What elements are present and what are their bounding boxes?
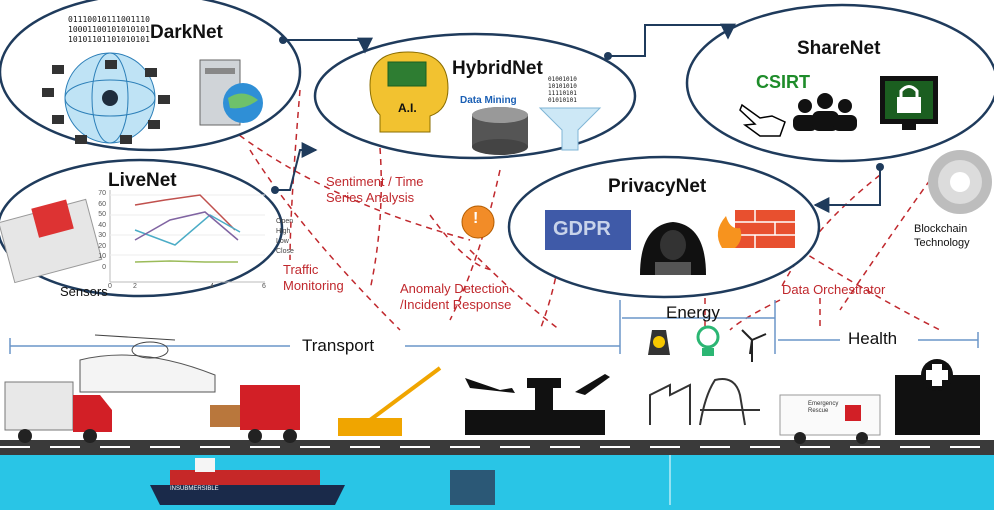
flow-arrows bbox=[275, 23, 881, 213]
dashed-links bbox=[221, 89, 941, 331]
road bbox=[0, 440, 994, 455]
airport-icon bbox=[465, 374, 610, 435]
hybridnet-title: HybridNet bbox=[452, 58, 543, 79]
livenet-x-tick: 2 bbox=[133, 283, 137, 290]
truck-icon bbox=[4, 381, 112, 443]
darknet-title: DarkNet bbox=[150, 22, 223, 43]
crane-icon bbox=[338, 366, 442, 436]
bulb-icon bbox=[696, 325, 720, 356]
hand-pointer-icon bbox=[739, 103, 786, 137]
sensor-board-icon bbox=[0, 198, 103, 284]
funnel-icon bbox=[538, 107, 602, 151]
orchestrator-annotation: Data Orchestrator bbox=[782, 282, 886, 297]
brain-ai-icon bbox=[369, 51, 449, 133]
csirt-label: CSIRT bbox=[756, 72, 810, 92]
secure-monitor-icon bbox=[880, 76, 938, 130]
gdpr-flag-icon bbox=[545, 210, 631, 250]
livenet-chart bbox=[109, 190, 265, 283]
hospital-icon bbox=[895, 359, 980, 435]
network-icon bbox=[42, 52, 170, 144]
transport-label: Transport bbox=[302, 336, 375, 355]
power-plant-icon bbox=[649, 378, 760, 426]
health-label: Health bbox=[848, 329, 898, 348]
team-icon bbox=[793, 93, 857, 131]
anomaly-annotation: Anomaly Detection/Incident Response bbox=[400, 281, 512, 312]
server-icon bbox=[199, 59, 263, 126]
ship-text: INSUBMERSIBLE bbox=[170, 486, 219, 492]
sharenet-ellipse bbox=[685, 3, 994, 163]
data-mining-label: Data Mining bbox=[460, 95, 517, 106]
forklift-icon bbox=[210, 385, 300, 443]
sharenet-title: ShareNet bbox=[797, 38, 881, 59]
livenet-title: LiveNet bbox=[108, 170, 177, 191]
alert-icon bbox=[461, 205, 495, 239]
train-icon bbox=[79, 354, 216, 393]
ai-label: A.I. bbox=[398, 101, 417, 115]
privacynet-title: PrivacyNet bbox=[608, 176, 707, 197]
database-icon bbox=[472, 107, 528, 155]
hacker-icon bbox=[640, 222, 706, 275]
blockchain-sphere-icon bbox=[928, 150, 992, 214]
cargo-ship-icon bbox=[150, 458, 345, 505]
sector-bars bbox=[9, 300, 979, 354]
energy-label: Energy bbox=[666, 303, 720, 322]
livenet-x-tick: 0 bbox=[108, 283, 112, 290]
nuclear-icon bbox=[648, 330, 670, 355]
gdpr-label: GDPR bbox=[553, 218, 611, 240]
sea bbox=[0, 453, 994, 510]
helicopter-icon bbox=[94, 334, 176, 359]
alert-mark: ! bbox=[473, 210, 479, 227]
livenet-x-tick: 4 bbox=[210, 283, 214, 290]
livenet-x-tick: 6 bbox=[262, 283, 266, 290]
offshore-platform-icon bbox=[450, 470, 495, 505]
sensors-label: Sensors bbox=[60, 284, 108, 299]
wind-turbine-icon bbox=[741, 329, 767, 362]
ambulance-icon bbox=[779, 394, 881, 444]
firewall-icon bbox=[717, 210, 795, 248]
